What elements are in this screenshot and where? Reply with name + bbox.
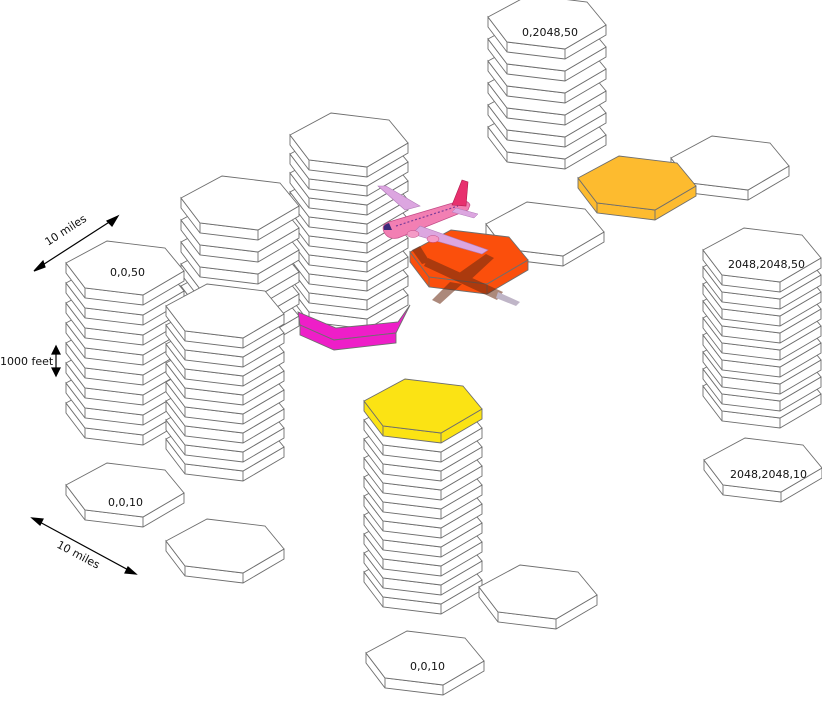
hex-cell-2048-2048-10 xyxy=(703,437,822,503)
cell-label-0-0-10-left: 0,0,10 xyxy=(108,496,143,509)
airplane-icon xyxy=(377,179,489,255)
width-top-arrow xyxy=(33,214,120,272)
hex-stack-tall-back-slab xyxy=(289,112,409,178)
hex-stack-0-2048-slab xyxy=(487,0,607,60)
hex-stack-back-left-slab xyxy=(180,175,300,241)
airplane-shadow-icon xyxy=(412,246,520,306)
hex-stack-2048-2048-slab xyxy=(702,227,822,293)
height-label: 1000 feet xyxy=(0,355,54,368)
width-top-label: 10 miles xyxy=(43,212,90,249)
hex-cell-amber-slab xyxy=(577,155,697,221)
hex-cell-stacks xyxy=(65,0,822,696)
cell-label-2048-2048-10: 2048,2048,10 xyxy=(730,468,807,481)
hex-cell-0-0-10-bottom xyxy=(365,630,485,696)
hex-cell-bottom-right xyxy=(478,564,598,630)
hex-cell-bottom-left-2 xyxy=(165,518,285,584)
height-arrow xyxy=(51,344,61,378)
cell-label-0-2048-50: 0,2048,50 xyxy=(522,26,578,39)
hex-stack-0-0-slab xyxy=(65,240,185,306)
aircraft-group xyxy=(377,179,520,306)
cell-label-0-0-10-bottom: 0,0,10 xyxy=(410,660,445,673)
hex-stack-yellow-slab xyxy=(363,378,483,444)
hex-cell-0-0-10-left xyxy=(65,462,185,528)
hex-cell-magenta xyxy=(297,304,411,351)
hex-stack-front-left-slab xyxy=(165,283,285,349)
cell-label-0-0-50: 0,0,50 xyxy=(110,266,145,279)
width-bottom-arrow xyxy=(30,517,138,575)
cell-label-2048-2048-50: 2048,2048,50 xyxy=(728,258,805,271)
